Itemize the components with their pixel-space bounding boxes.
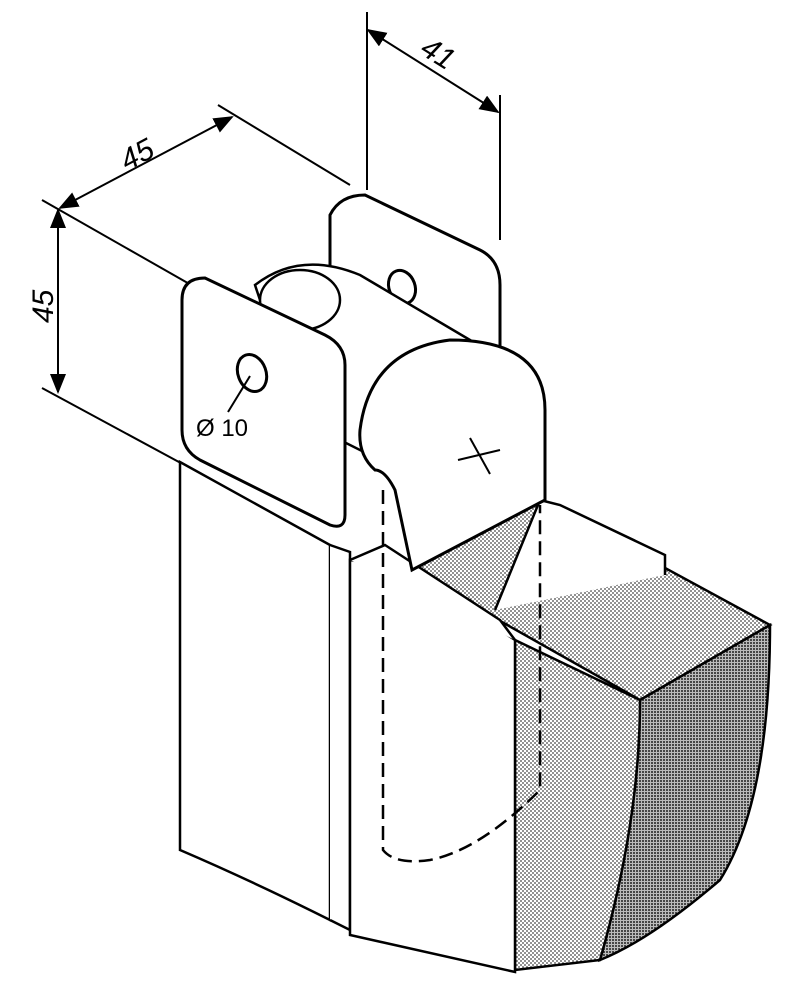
dimension-label-41: 41 [415, 31, 461, 77]
hole-leader-line [227, 375, 251, 413]
dimension-41 [366, 12, 501, 240]
hinge-strap [358, 338, 547, 573]
dimension-label-45-width: 45 [115, 132, 160, 177]
left-post [178, 459, 352, 933]
dimension-45-width [41, 104, 351, 291]
back-plate [328, 193, 502, 358]
center-mark-icon [457, 437, 501, 475]
hatched-block [407, 498, 773, 972]
mounting-hole [235, 353, 269, 393]
dimension-45-height [41, 208, 191, 469]
hole-diameter-label: Ø 10 [196, 415, 248, 442]
front-mounting-plate [180, 276, 347, 528]
front-plate [348, 498, 667, 974]
hidden-strap-outline [381, 490, 542, 863]
dimension-label-45-height: 45 [27, 289, 60, 323]
